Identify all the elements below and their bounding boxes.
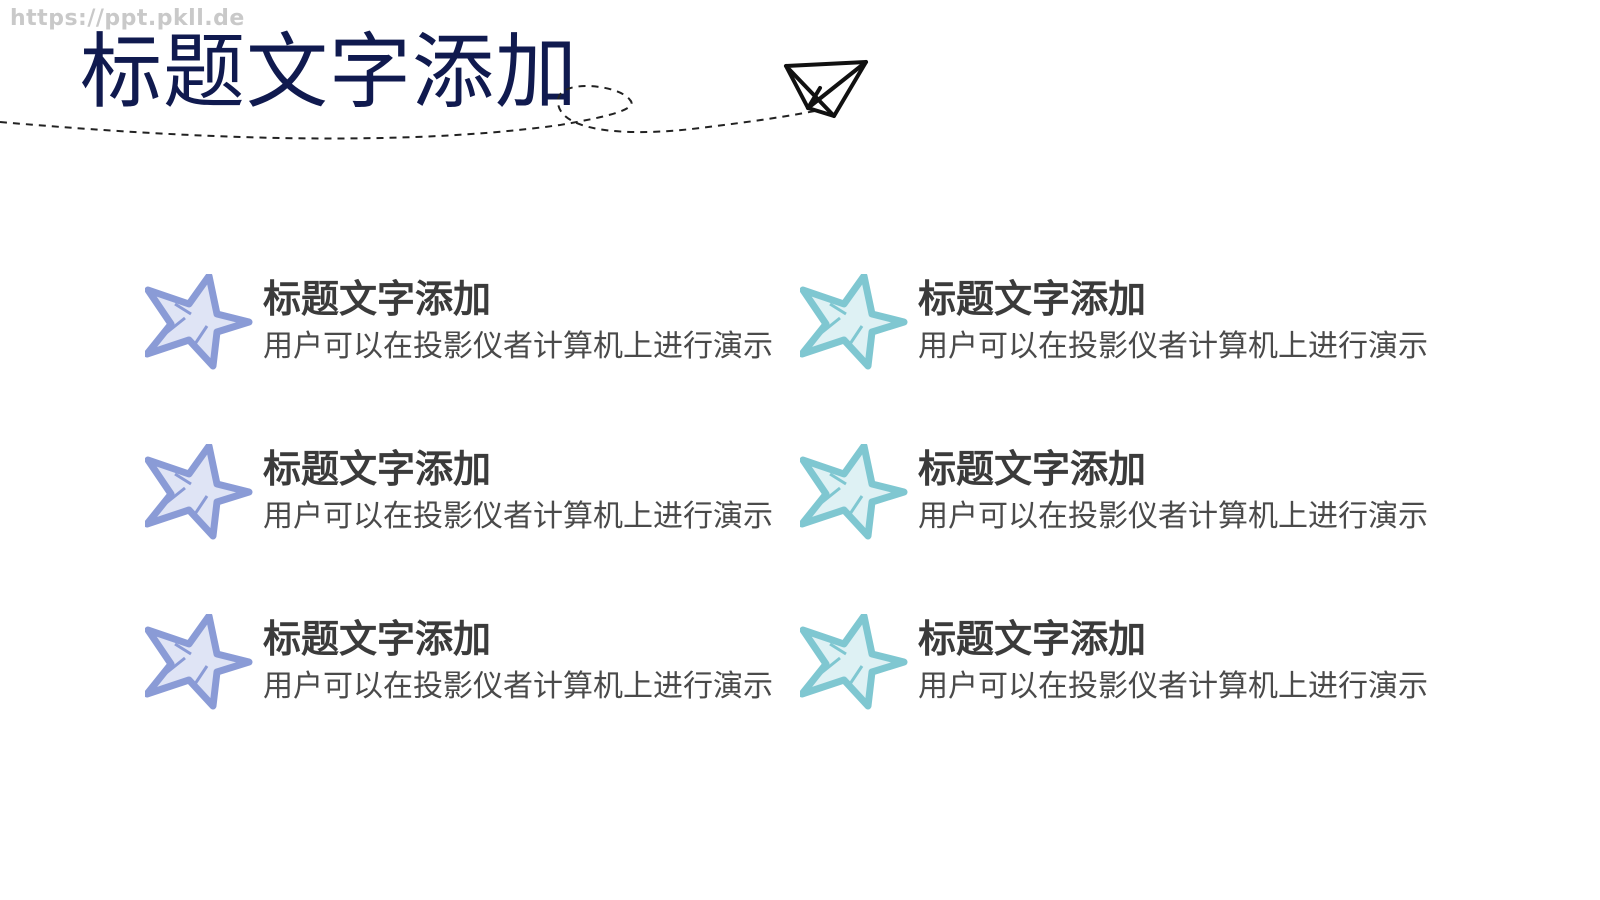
star-icon <box>800 274 908 370</box>
item-title: 标题文字添加 <box>918 447 1147 491</box>
paper-plane-icon <box>784 60 868 118</box>
star-icon <box>800 444 908 540</box>
star-icon <box>800 614 908 710</box>
watermark: https://ppt.pkll.de <box>10 6 245 31</box>
star-icon <box>145 274 253 370</box>
list-item: 标题文字添加 用户可以在投影仪者计算机上进行演示 <box>800 614 1480 724</box>
item-description: 用户可以在投影仪者计算机上进行演示 <box>918 329 1428 364</box>
star-icon <box>145 614 253 710</box>
item-description: 用户可以在投影仪者计算机上进行演示 <box>918 499 1428 534</box>
list-item: 标题文字添加 用户可以在投影仪者计算机上进行演示 <box>145 274 825 384</box>
item-description: 用户可以在投影仪者计算机上进行演示 <box>263 669 773 704</box>
list-item: 标题文字添加 用户可以在投影仪者计算机上进行演示 <box>145 614 825 724</box>
item-title: 标题文字添加 <box>263 447 492 491</box>
list-item: 标题文字添加 用户可以在投影仪者计算机上进行演示 <box>800 274 1480 384</box>
item-title: 标题文字添加 <box>918 277 1147 321</box>
item-title: 标题文字添加 <box>263 277 492 321</box>
list-item: 标题文字添加 用户可以在投影仪者计算机上进行演示 <box>145 444 825 554</box>
item-description: 用户可以在投影仪者计算机上进行演示 <box>263 329 773 364</box>
page-title: 标题文字添加 <box>80 25 579 120</box>
item-description: 用户可以在投影仪者计算机上进行演示 <box>918 669 1428 704</box>
item-description: 用户可以在投影仪者计算机上进行演示 <box>263 499 773 534</box>
star-icon <box>145 444 253 540</box>
item-title: 标题文字添加 <box>263 617 492 661</box>
list-item: 标题文字添加 用户可以在投影仪者计算机上进行演示 <box>800 444 1480 554</box>
item-title: 标题文字添加 <box>918 617 1147 661</box>
